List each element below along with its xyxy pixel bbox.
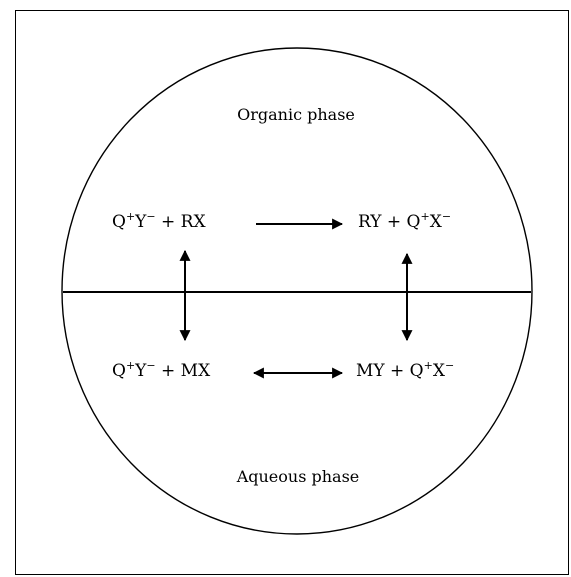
organic-phase-label: Organic phase (237, 105, 355, 124)
equation-top-right: RY + Q+X− (358, 210, 452, 232)
equation-top-left: Q+Y− + RX (112, 210, 206, 232)
equation-bottom-right: MY + Q+X− (356, 359, 455, 381)
equation-bottom-left: Q+Y− + MX (112, 359, 211, 381)
phase-circle (61, 47, 533, 535)
aqueous-phase-label: Aqueous phase (236, 467, 360, 486)
